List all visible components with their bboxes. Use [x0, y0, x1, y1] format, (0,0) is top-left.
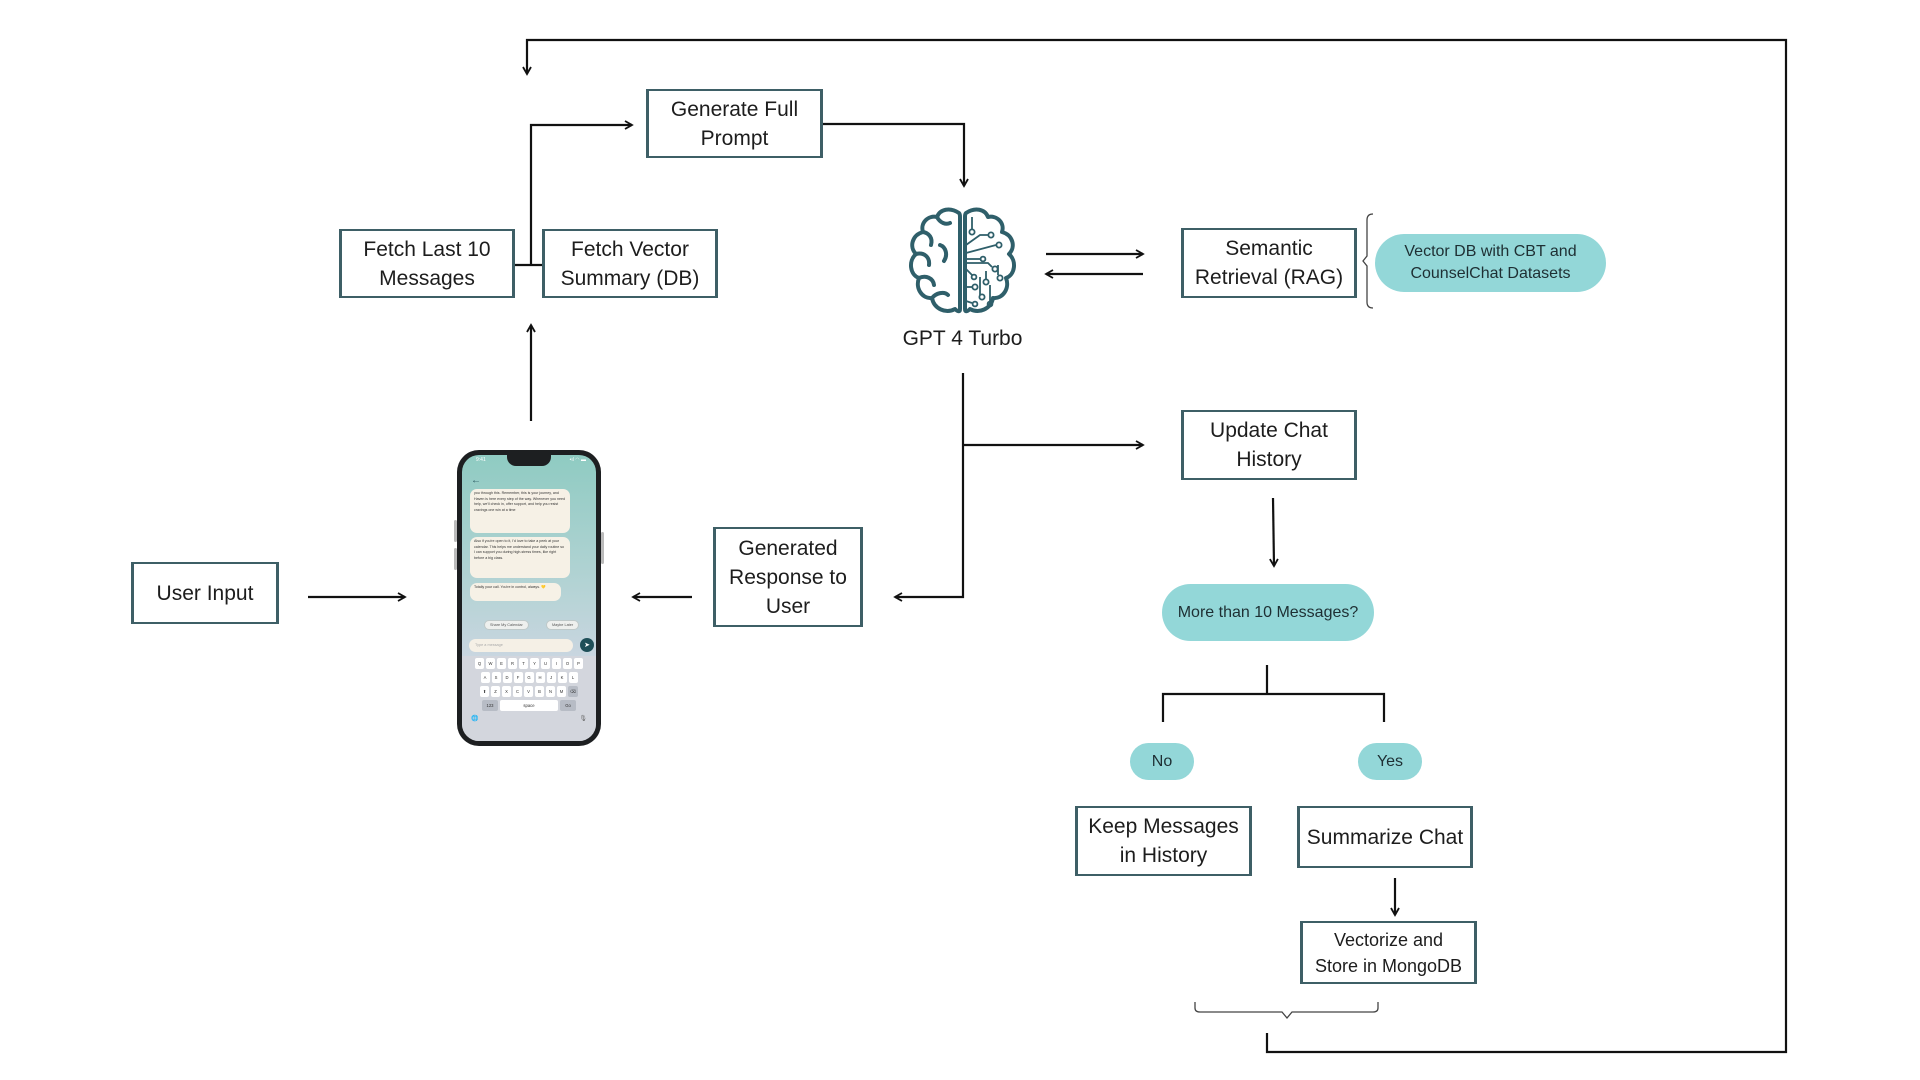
keyboard-row-3: ⬆ Z X C V B N M ⌫ [465, 686, 593, 697]
key[interactable]: S [491, 672, 501, 683]
phone-notch [507, 455, 551, 466]
key[interactable]: T [519, 658, 528, 669]
keyboard-row-2: A S D F G H J K L [465, 672, 593, 683]
decision-yes-pill: Yes [1358, 743, 1422, 780]
chat-bubble: Totally your call. You're in control, al… [470, 583, 561, 601]
key[interactable]: W [486, 658, 495, 669]
key[interactable]: H [535, 672, 545, 683]
chat-bubble: you through this. Remember, this is your… [470, 489, 570, 533]
key[interactable]: R [508, 658, 517, 669]
key[interactable]: G [524, 672, 534, 683]
key[interactable]: M [557, 686, 566, 697]
brain-circuit-icon [909, 207, 1016, 314]
message-input[interactable]: Type a message [469, 639, 573, 652]
status-icons: •ıl ◠ ▬ [569, 457, 586, 463]
summarize-chat-node: Summarize Chat [1297, 806, 1473, 868]
numbers-key[interactable]: 123 [482, 700, 498, 711]
gpt-model-label: GPT 4 Turbo [902, 327, 1023, 350]
send-icon[interactable]: ➤ [580, 638, 594, 652]
decision-split-connector [1161, 665, 1386, 722]
keyboard-row-4: 123 space Go [465, 700, 593, 711]
gpt-output-trunk [893, 373, 965, 602]
merge-brace [1194, 1002, 1379, 1020]
keyboard-row-1: Q W E R T Y U I O P [465, 658, 593, 669]
fetch-last-messages-node: Fetch Last 10 Messages [339, 229, 515, 298]
shift-key[interactable]: ⬆ [480, 686, 489, 697]
key[interactable]: B [535, 686, 544, 697]
decision-more-than-10-pill: More than 10 Messages? [1162, 584, 1374, 641]
key[interactable]: K [557, 672, 567, 683]
back-arrow-icon[interactable]: ← [471, 475, 481, 486]
globe-icon[interactable]: 🌐 [471, 716, 479, 722]
history-to-decision-arrow [1269, 497, 1279, 568]
rag-brace [1362, 213, 1374, 309]
space-key[interactable]: space [500, 700, 558, 711]
key[interactable]: C [513, 686, 522, 697]
generated-response-node: Generated Response to User [713, 527, 863, 627]
status-time: 9:41 [476, 457, 486, 463]
key[interactable]: Q [475, 658, 484, 669]
gpt-model-node: GPT 4 Turbo [900, 205, 1025, 355]
key[interactable]: P [574, 658, 583, 669]
go-key[interactable]: Go [560, 700, 576, 711]
key[interactable]: Y [530, 658, 539, 669]
keyboard-footer: 🌐 🎙 [465, 714, 593, 723]
decision-no-pill: No [1130, 743, 1194, 780]
quick-reply-maybe-later[interactable]: Maybe Later [546, 620, 580, 630]
key[interactable]: I [552, 658, 561, 669]
keep-messages-node: Keep Messages in History [1075, 806, 1252, 876]
vector-db-pill: Vector DB with CBT and CounselChat Datas… [1375, 234, 1606, 292]
semantic-retrieval-node: Semantic Retrieval (RAG) [1181, 228, 1357, 298]
vectorize-store-node: Vectorize and Store in MongoDB [1300, 921, 1477, 984]
key[interactable]: U [541, 658, 550, 669]
generate-full-prompt-node: Generate Full Prompt [646, 89, 823, 158]
fetch-vector-summary-node: Fetch Vector Summary (DB) [542, 229, 718, 298]
key[interactable]: X [502, 686, 511, 697]
key[interactable]: Z [491, 686, 500, 697]
phone-screen: 9:41 •ıl ◠ ▬ ← you through this. Remembe… [462, 455, 596, 741]
delete-key[interactable]: ⌫ [568, 686, 578, 697]
status-bar: 9:41 •ıl ◠ ▬ [476, 457, 586, 463]
key[interactable]: L [568, 672, 578, 683]
key[interactable]: F [513, 672, 523, 683]
key[interactable]: A [480, 672, 490, 683]
key[interactable]: N [546, 686, 555, 697]
key[interactable]: E [497, 658, 506, 669]
smartphone-chat-icon: 9:41 •ıl ◠ ▬ ← you through this. Remembe… [454, 450, 604, 746]
keyboard: Q W E R T Y U I O P A S D F G H J K L [462, 656, 596, 741]
user-input-node: User Input [131, 562, 279, 624]
key[interactable]: V [524, 686, 533, 697]
microphone-icon[interactable]: 🎙 [579, 716, 587, 722]
key[interactable]: O [563, 658, 572, 669]
prompt-to-gpt-arrow [823, 122, 969, 188]
quick-reply-share-calendar[interactable]: Share My Calendar [484, 620, 529, 630]
key[interactable]: D [502, 672, 512, 683]
chat-bubble: Also if you're open to it, I'd love to t… [470, 537, 570, 578]
key[interactable]: J [546, 672, 556, 683]
update-chat-history-node: Update Chat History [1181, 410, 1357, 480]
